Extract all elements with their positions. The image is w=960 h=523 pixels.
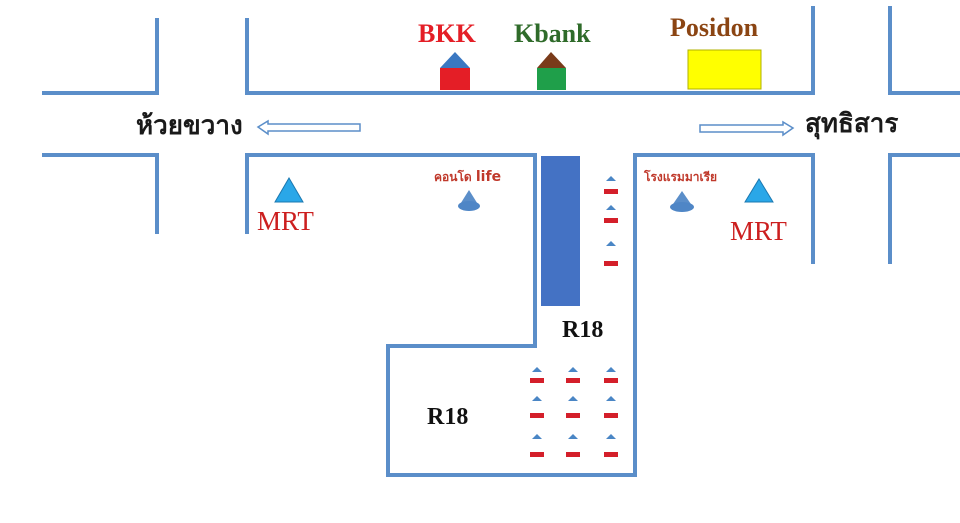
parking-dash-icon — [604, 378, 618, 383]
building-block — [541, 156, 580, 306]
arrow-west-icon — [256, 119, 361, 136]
arrow-east-icon — [699, 120, 795, 137]
parking-dash-icon — [604, 261, 618, 266]
parking-dash-icon — [566, 452, 580, 457]
bkk-label: BKK — [418, 19, 476, 48]
r18-label-top: R18 — [562, 317, 604, 343]
parking-dash-icon — [566, 413, 580, 418]
parking-triangle-icon — [532, 434, 542, 439]
parking-triangle-icon — [606, 367, 616, 372]
bkk-building-icon — [440, 52, 470, 90]
road-edge-bottom-left — [42, 153, 159, 234]
parking-markers — [530, 176, 618, 457]
road-edge-bottom-right — [888, 153, 960, 264]
parking-dash-icon — [604, 218, 618, 223]
mrt-west-label: MRT — [257, 206, 314, 236]
condo-label-life: life — [475, 169, 502, 185]
parking-triangle-icon — [532, 367, 542, 372]
parking-triangle-icon — [568, 396, 578, 401]
parking-dash-icon — [604, 413, 618, 418]
parking-dash-icon — [530, 452, 544, 457]
hotel-label: โรงแรมมาเรีย — [644, 170, 718, 184]
parking-dash-icon — [530, 413, 544, 418]
road-edge-top-left — [42, 18, 159, 95]
mrt-east-label: MRT — [730, 216, 787, 246]
road-edge-soi-left — [245, 153, 537, 477]
parking-triangle-icon — [568, 367, 578, 372]
condo-cone-icon — [458, 190, 480, 211]
kbank-building-icon — [537, 52, 566, 90]
parking-dash-icon — [530, 378, 544, 383]
posidon-building-icon — [687, 49, 762, 90]
road-edge-top-right — [888, 6, 960, 95]
road-edge-soi-right — [386, 153, 815, 477]
road-edge-top-middle — [245, 6, 815, 95]
east-road-label: สุทธิสาร — [805, 109, 899, 139]
posidon-label: Posidon — [670, 13, 759, 42]
parking-triangle-icon — [606, 176, 616, 181]
r18-label-bottom: R18 — [427, 404, 469, 430]
parking-triangle-icon — [606, 396, 616, 401]
hotel-cone-icon — [670, 191, 694, 212]
parking-triangle-icon — [532, 396, 542, 401]
west-road-label: ห้วยขวาง — [136, 111, 243, 141]
parking-triangle-icon — [606, 205, 616, 210]
parking-triangle-icon — [606, 241, 616, 246]
condo-label-thai: คอนโด — [434, 170, 472, 184]
parking-dash-icon — [604, 189, 618, 194]
kbank-label: Kbank — [514, 19, 591, 48]
parking-triangle-icon — [568, 434, 578, 439]
mrt-east-triangle-icon — [744, 178, 774, 203]
parking-dash-icon — [604, 452, 618, 457]
condo-label: คอนโด life — [434, 170, 501, 184]
parking-triangle-icon — [606, 434, 616, 439]
mrt-west-triangle-icon — [274, 177, 304, 203]
parking-dash-icon — [566, 378, 580, 383]
